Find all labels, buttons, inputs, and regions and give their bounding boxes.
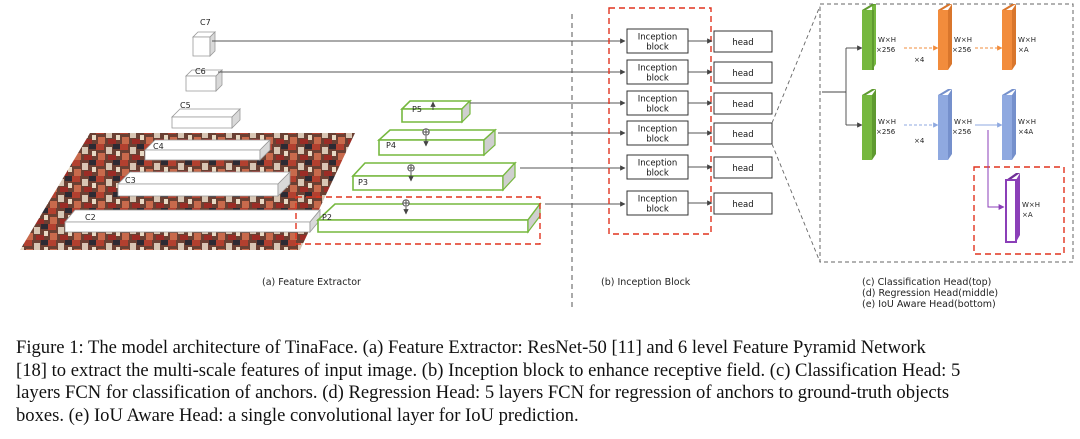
backbone-c6 — [185, 69, 223, 92]
inception-section: Inception block Inception block Inceptio… — [601, 7, 773, 288]
svg-text:×A: ×A — [1018, 46, 1029, 54]
svg-text:head: head — [732, 38, 753, 48]
svg-text:×256: ×256 — [876, 128, 896, 136]
svg-text:head: head — [732, 69, 753, 79]
caption-line-4: boxes. (e) IoU Aware Head: a single conv… — [16, 404, 579, 426]
classification-head: W×H ×256 ×4 W×H ×256 W×H ×A — [862, 4, 1036, 70]
reg-repeat: ×4 — [914, 137, 925, 145]
reg-green-layer: W×H ×256 — [862, 89, 896, 160]
head-detail-frame — [819, 3, 1074, 263]
pyramid-p2 — [315, 202, 542, 234]
label-c2: C2 — [85, 213, 96, 222]
svg-text:Inception: Inception — [638, 64, 677, 74]
head-box-6: head — [713, 192, 773, 215]
label-c6: C6 — [195, 67, 206, 76]
cls-repeat: ×4 — [914, 56, 925, 64]
svg-text:W×H: W×H — [1022, 201, 1040, 209]
svg-text:head: head — [732, 164, 753, 174]
svg-text:block: block — [646, 74, 669, 84]
caption-line-1: Figure 1: The model architecture of Tina… — [16, 337, 926, 358]
inception-highlight — [608, 7, 712, 235]
label-c7: C7 — [200, 18, 211, 27]
cls-green-layer: W×H ×256 — [862, 4, 896, 70]
level-to-inception-arrows — [212, 38, 626, 207]
cls-orange-layer: W×H ×256 — [938, 4, 972, 70]
backbone-c3 — [117, 171, 291, 197]
svg-text:Inception: Inception — [638, 125, 677, 135]
svg-text:W×H: W×H — [878, 36, 896, 44]
svg-text:W×H: W×H — [1018, 118, 1036, 126]
svg-text:W×H: W×H — [1018, 36, 1036, 44]
svg-text:×4A: ×4A — [1018, 128, 1033, 136]
backbone-c7 — [192, 31, 216, 57]
svg-text:Inception: Inception — [638, 33, 677, 43]
svg-text:block: block — [646, 169, 669, 179]
iou-output-layer: W×H ×A — [1005, 173, 1040, 243]
iou-highlight — [973, 166, 1065, 255]
head-box-5: head — [713, 156, 773, 179]
svg-text:W×H: W×H — [878, 118, 896, 126]
svg-text:head: head — [732, 100, 753, 110]
svg-text:block: block — [646, 105, 669, 115]
label-c5: C5 — [180, 101, 191, 110]
svg-text:×256: ×256 — [952, 46, 972, 54]
label-c3: C3 — [125, 176, 136, 185]
svg-text:head: head — [732, 200, 753, 210]
reg-output-layer: W×H ×4A — [1002, 89, 1036, 160]
head-box-2: head — [713, 61, 773, 84]
inception-block-5: Inception block — [626, 154, 689, 180]
head-detail: W×H ×256 ×4 W×H ×256 W×H ×A — [819, 3, 1074, 310]
svg-text:block: block — [646, 135, 669, 145]
svg-text:Inception: Inception — [638, 95, 677, 105]
feature-extractor: C7 C6 C5 C4 C3 C2 P5 P4 P3 P2 — [20, 18, 542, 288]
label-c4: C4 — [153, 142, 164, 151]
cls-output-layer: W×H ×A — [1002, 4, 1036, 70]
feature-extractor-subtitle: (a) Feature Extractor — [262, 277, 361, 288]
figure-caption: Figure 1: The model architecture of Tina… — [16, 337, 1068, 427]
inception-subtitle: (b) Inception Block — [601, 277, 691, 288]
backbone-c4 — [144, 139, 271, 161]
architecture-figure: C7 C6 C5 C4 C3 C2 P5 P4 P3 P2 — [20, 3, 1074, 310]
head-box-3: head — [713, 92, 773, 115]
svg-text:(d) Regression Head(middle): (d) Regression Head(middle) — [862, 288, 998, 299]
inception-block-1: Inception block — [626, 28, 689, 54]
svg-text:×256: ×256 — [876, 46, 896, 54]
p2-highlight — [295, 196, 541, 245]
inception-block-2: Inception block — [626, 59, 689, 85]
head-box-4: head — [713, 122, 773, 145]
inception-block-4: Inception block — [626, 120, 689, 146]
regression-head: W×H ×256 ×4 W×H ×256 W×H ×4A — [862, 89, 1036, 160]
label-p2: P2 — [322, 213, 332, 222]
svg-text:(e) IoU Aware Head(bottom): (e) IoU Aware Head(bottom) — [862, 299, 996, 310]
caption-line-3: layers FCN for classification of anchors… — [16, 382, 950, 404]
iou-aware-head: W×H ×A — [973, 130, 1065, 255]
svg-text:W×H: W×H — [954, 118, 972, 126]
label-p5: P5 — [412, 105, 422, 114]
svg-text:block: block — [646, 43, 669, 53]
svg-text:block: block — [646, 205, 669, 215]
label-p4: P4 — [386, 141, 396, 150]
pyramid-p4 — [376, 128, 498, 157]
reg-blue-layer: W×H ×256 — [938, 89, 972, 160]
svg-text:×A: ×A — [1022, 211, 1033, 219]
inception-block-6: Inception block — [626, 190, 689, 216]
pyramid-p5 — [400, 99, 472, 124]
backbone-c5 — [171, 108, 241, 129]
backbone-c2 — [64, 208, 321, 234]
svg-text:(c) Classification Head(top): (c) Classification Head(top) — [862, 277, 991, 288]
topdown-connections — [402, 101, 436, 215]
svg-text:head: head — [732, 130, 753, 140]
svg-text:Inception: Inception — [638, 195, 677, 205]
pyramid-p3 — [351, 161, 517, 192]
svg-text:W×H: W×H — [954, 36, 972, 44]
head-box-1: head — [713, 30, 773, 53]
svg-text:×256: ×256 — [952, 128, 972, 136]
label-p3: P3 — [358, 178, 368, 187]
caption-line-2: [18] to extract the multi-scale features… — [16, 359, 961, 381]
inception-block-3: Inception block — [626, 90, 689, 116]
zoom-lines — [771, 5, 821, 263]
head-legend: (c) Classification Head(top) (d) Regress… — [862, 277, 998, 310]
svg-text:Inception: Inception — [638, 159, 677, 169]
